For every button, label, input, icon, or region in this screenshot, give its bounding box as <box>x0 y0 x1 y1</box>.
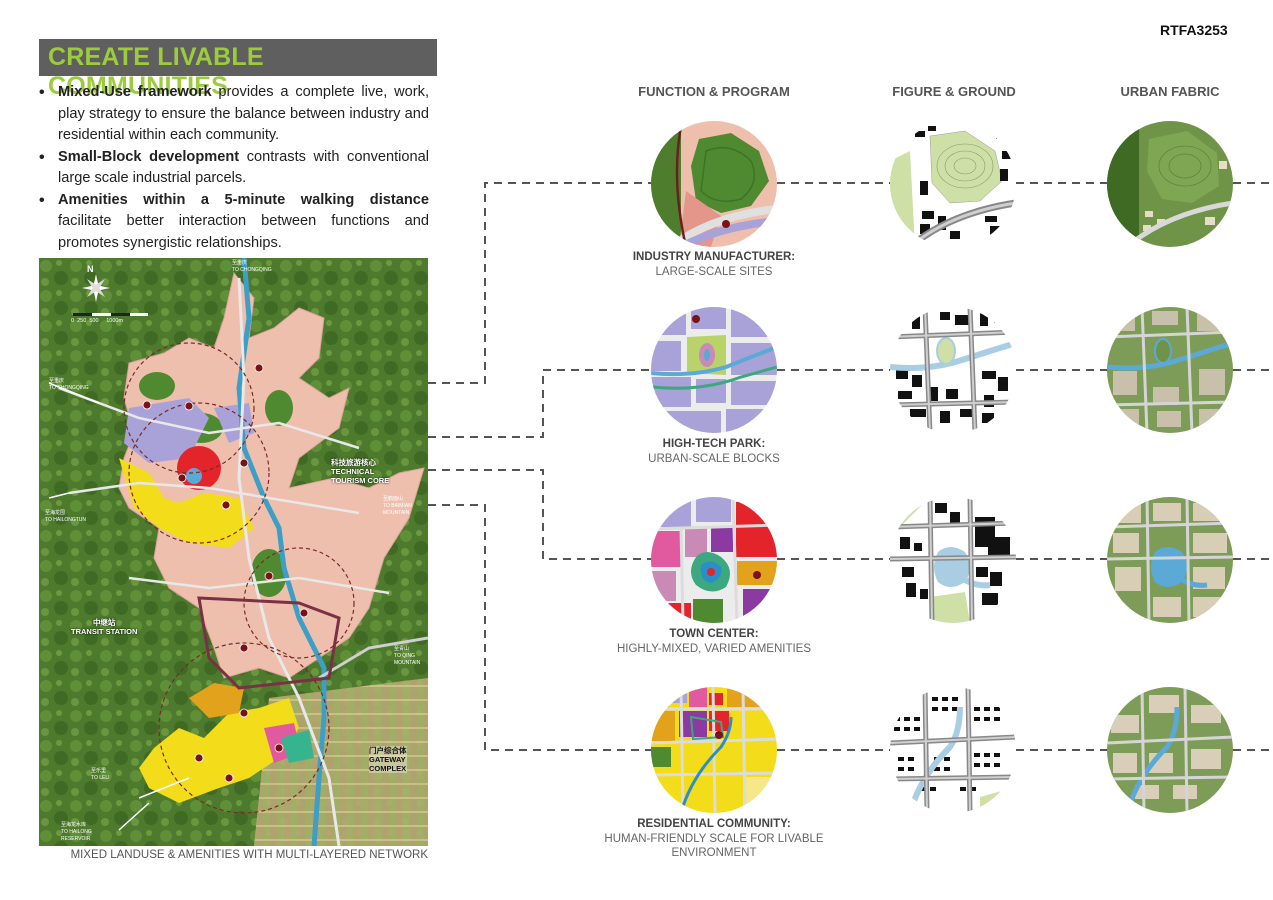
bullet-list: Mixed-Use framework provides a complete … <box>39 82 429 254</box>
label-cn: 科技旅游核心 <box>331 458 376 467</box>
connector-residential <box>428 504 651 751</box>
bullet-amenities: Amenities within a 5-minute walking dist… <box>39 190 429 255</box>
label-en: TO BAIMIAN <box>383 503 412 509</box>
label-cn: 至青山 <box>394 646 410 652</box>
scale-250: 250 <box>77 318 87 324</box>
connector-hightech <box>428 369 651 438</box>
row-subtitle-line2: ENVIRONMENT <box>671 847 757 859</box>
bullet-bold: Small-Block development <box>58 148 240 165</box>
label-en: TECHNICAL <box>331 467 375 476</box>
label-cn: 中继站 <box>92 618 116 627</box>
label-en: TO HAILONGTUN <box>45 517 87 523</box>
connector-town-center <box>428 469 651 560</box>
label-en: COMPLEX <box>369 764 407 773</box>
label-tourism-core: 科技旅游核心 TECHNICAL TOURISM CORE <box>331 458 389 485</box>
label-en: MOUNTAIN <box>383 510 410 516</box>
label-en: TO CHONGQING <box>232 267 272 273</box>
hightech-urban-fabric-render <box>1107 307 1233 433</box>
label-en: TRANSIT STATION <box>71 627 138 636</box>
row-subtitle: URBAN-SCALE BLOCKS <box>648 452 780 465</box>
label-cn: 至海龙囤 <box>45 510 66 516</box>
label-en: RESERVOIR <box>61 836 91 842</box>
label-cn: 至鹤面山 <box>383 496 404 502</box>
label-to-leli: 至乐里 TO LELI <box>91 768 110 782</box>
label-to-chongqing-top: 至重庆 TO CHONGQING <box>232 260 272 274</box>
label-en: GATEWAY <box>369 755 406 764</box>
hightech-figure-ground-diagram <box>890 307 1016 433</box>
hightech-function-diagram <box>651 307 777 433</box>
residential-function-diagram <box>651 687 777 813</box>
row-label-hightech: HIGH-TECH PARK: URBAN-SCALE BLOCKS <box>594 437 834 466</box>
column-heading-function: FUNCTION & PROGRAM <box>638 84 790 99</box>
masterplan-map: N 0 250 500 1000m 至重庆 TO CHONGQING 至重庆 T… <box>39 258 428 846</box>
residential-figure-ground-diagram <box>890 687 1016 813</box>
row-label-town-center: TOWN CENTER: HIGHLY-MIXED, VARIED AMENIT… <box>594 627 834 656</box>
scale-label: 0 250 500 1000m <box>71 318 123 324</box>
industry-figure-ground-diagram <box>890 121 1016 247</box>
connector-industry <box>428 182 651 384</box>
label-cn: 门户综合体 <box>369 746 407 755</box>
label-en: TOURISM CORE <box>331 476 390 485</box>
town-center-figure-ground-diagram <box>890 497 1016 623</box>
row-heading: INDUSTRY MANUFACTURER: <box>632 251 796 263</box>
row-heading: RESIDENTIAL COMMUNITY: <box>637 818 791 830</box>
label-to-hailongtun: 至海龙囤 TO HAILONGTUN <box>45 510 86 524</box>
row-heading: TOWN CENTER: <box>669 628 759 640</box>
scale-500: 500 <box>89 318 99 324</box>
label-transit-station: 中继站 TRANSIT STATION <box>71 618 137 636</box>
label-en: TO HAILONG <box>61 829 92 835</box>
town-center-urban-fabric-render <box>1107 497 1233 623</box>
map-caption: MIXED LANDUSE & AMENITIES WITH MULTI-LAY… <box>70 849 428 861</box>
label-cn: 至海龙水库 <box>61 822 87 828</box>
label-cn: 至重庆 <box>232 260 248 266</box>
row-heading: HIGH-TECH PARK: <box>662 438 766 450</box>
label-to-hailong-reservoir: 至海龙水库 TO HAILONG RESERVOIR <box>61 822 92 843</box>
row-subtitle: HIGHLY-MIXED, VARIED AMENITIES <box>616 642 812 655</box>
row-subtitle: HUMAN-FRIENDLY SCALE FOR LIVABLE <box>604 832 824 845</box>
label-to-qing: 至青山 TO QING MOUNTAIN <box>394 646 420 667</box>
industry-function-diagram <box>651 121 777 247</box>
bullet-mixed-use: Mixed-Use framework provides a complete … <box>39 82 429 147</box>
column-heading-urban-fabric: URBAN FABRIC <box>1120 84 1220 99</box>
label-cn: 至重庆 <box>49 378 65 384</box>
residential-urban-fabric-render <box>1107 687 1233 813</box>
label-gateway-complex: 门户综合体 GATEWAY COMPLEX <box>369 746 407 773</box>
bullet-small-block: Small-Block development contrasts with c… <box>39 147 429 190</box>
scale-0: 0 <box>71 318 75 324</box>
bullet-bold: Amenities within a 5-minute walking dist… <box>58 191 429 208</box>
north-label: N <box>87 264 94 274</box>
label-to-chongqing-left: 至重庆 TO CHONGQING <box>49 378 89 392</box>
label-en: MOUNTAIN <box>394 660 421 666</box>
project-code: RTFA3253 <box>1160 22 1228 38</box>
label-cn: 至乐里 <box>91 768 107 774</box>
town-center-function-diagram <box>651 497 777 623</box>
row-label-residential: RESIDENTIAL COMMUNITY: HUMAN-FRIENDLY SC… <box>594 817 834 861</box>
label-en: TO CHONGQING <box>49 385 89 391</box>
label-en: TO LELI <box>91 775 110 781</box>
industry-urban-fabric-render <box>1107 121 1233 247</box>
row-label-industry: INDUSTRY MANUFACTURER: LARGE-SCALE SITES <box>594 250 834 279</box>
label-en: TO QING <box>394 653 416 659</box>
bullet-text: provides a complete live, work, play str… <box>58 84 429 143</box>
bullet-text: facilitate better interaction between fu… <box>58 213 429 251</box>
label-to-baimian: 至鹤面山 TO BAIMIAN MOUNTAIN <box>383 496 412 517</box>
scale-1000: 1000m <box>106 318 124 324</box>
row-subtitle: LARGE-SCALE SITES <box>655 265 773 278</box>
masterplan-map-graphic <box>39 258 428 846</box>
bullet-bold: Mixed-Use framework <box>58 84 212 100</box>
column-heading-figure-ground: FIGURE & GROUND <box>892 84 1016 99</box>
bullet-text: contrasts with conventional large scale … <box>58 148 429 187</box>
